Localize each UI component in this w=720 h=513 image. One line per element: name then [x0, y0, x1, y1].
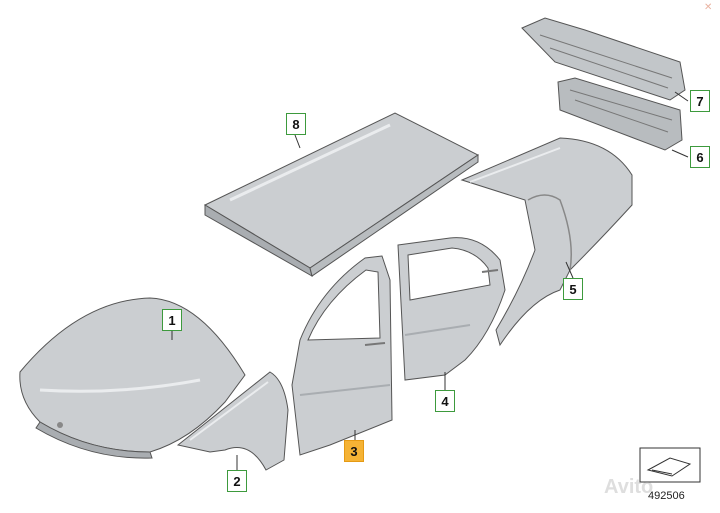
diagram-number: 492506	[648, 490, 685, 502]
callout-5[interactable]: 5	[563, 278, 583, 300]
callout-4[interactable]: 4	[435, 390, 455, 412]
rear-panel[interactable]	[557, 77, 683, 151]
rear-side-panel[interactable]	[460, 137, 633, 347]
callout-6[interactable]: 6	[690, 146, 710, 168]
callout-3[interactable]: 3	[344, 440, 364, 462]
callout-8[interactable]: 8	[286, 113, 306, 135]
front-fender-panel[interactable]	[176, 371, 289, 471]
watermark: Avito	[604, 476, 654, 498]
callout-7[interactable]: 7	[690, 90, 710, 112]
roof-panel[interactable]	[203, 112, 479, 278]
callout-1[interactable]: 1	[162, 309, 182, 331]
close-icon[interactable]: ✕	[704, 2, 713, 13]
callout-2[interactable]: 2	[227, 470, 247, 492]
rear-door-panel[interactable]	[397, 237, 506, 381]
leader-lines	[171, 91, 689, 470]
diagram-symbol-icon	[639, 447, 701, 483]
hood-panel[interactable]	[19, 297, 246, 459]
front-door-panel[interactable]	[291, 255, 393, 456]
rear-panel-upper[interactable]	[521, 17, 686, 101]
